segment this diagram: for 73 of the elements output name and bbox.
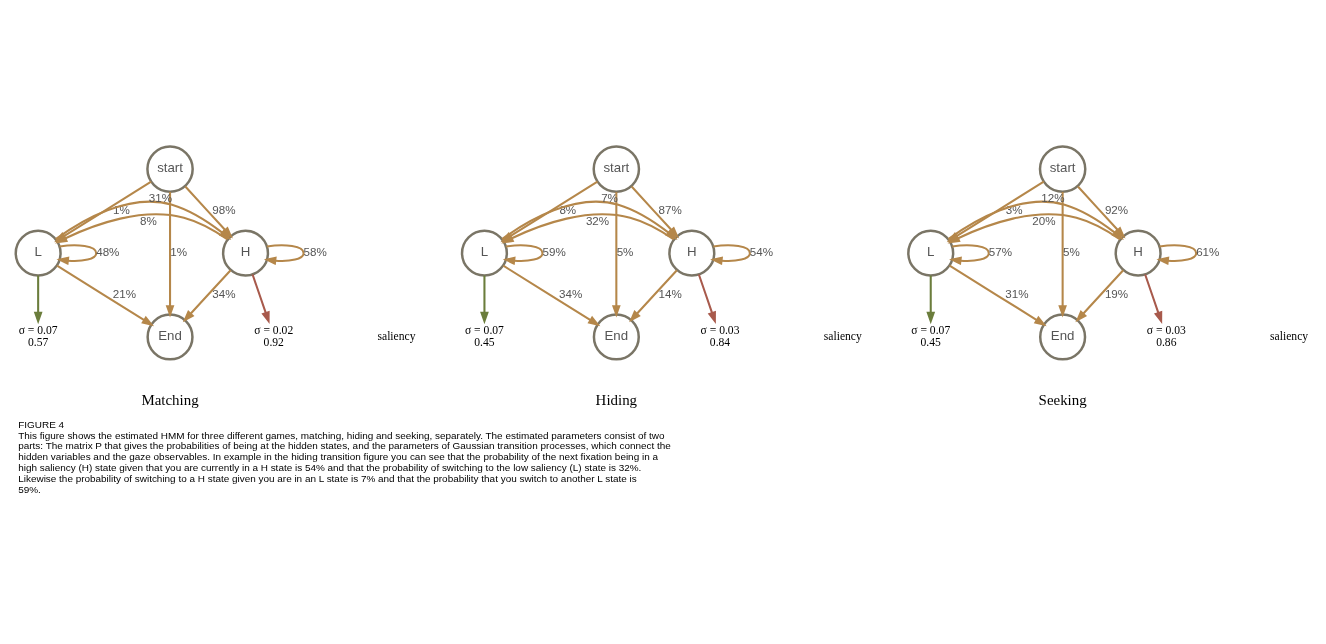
node-circle: start	[592, 144, 641, 193]
arrow	[629, 269, 678, 322]
edge-label: 5%	[616, 244, 634, 258]
edge-label: 34%	[212, 286, 236, 300]
label: saliency	[377, 329, 416, 343]
arrow	[502, 264, 601, 326]
arrow	[1144, 273, 1163, 324]
label: Seeking	[1038, 391, 1087, 408]
edge-label: 48%	[96, 244, 120, 258]
arrow	[1156, 243, 1198, 265]
node-label: 0.57	[27, 335, 49, 349]
node-label: 0.92	[263, 335, 284, 349]
node-text: σ = 0.02	[254, 323, 294, 337]
node-text: σ = 0.07	[18, 323, 58, 337]
node-circle: L	[907, 229, 955, 277]
edge-label: 54%	[749, 244, 774, 258]
node-text: σ = 0.03	[700, 323, 740, 337]
node-label: 0.86	[1156, 335, 1177, 349]
arrow	[502, 243, 544, 265]
node-circle: End	[146, 312, 194, 361]
node-circle: End	[592, 312, 640, 361]
node-label: 0.45	[920, 335, 941, 349]
edge-label: 98%	[212, 202, 236, 216]
edge-label: 20%	[1032, 213, 1056, 227]
edge-label: 14%	[658, 286, 682, 300]
edge-label: 19%	[1104, 286, 1129, 300]
arrow	[56, 243, 98, 265]
arrow	[480, 275, 489, 324]
arrow	[949, 243, 990, 265]
diagram-title: FIGURE 4	[18, 418, 65, 430]
node-text: σ = 0.07	[464, 323, 504, 337]
node-circle: End	[1039, 312, 1087, 361]
node-circle: start	[146, 144, 194, 193]
edge-label: 31%	[1005, 286, 1029, 300]
label: Hiding	[595, 391, 638, 408]
arrow	[182, 269, 232, 322]
arrow	[710, 243, 751, 265]
node-circle: start	[1038, 144, 1087, 193]
arrow	[1058, 191, 1067, 318]
edge-label: 57%	[988, 244, 1013, 258]
node-text: σ = 0.03	[1146, 323, 1186, 337]
edge-label: 32%	[585, 213, 610, 227]
edge-label: 21%	[112, 286, 137, 300]
arrow	[611, 191, 621, 318]
edge-label: 59%	[542, 244, 566, 258]
edge-label: 87%	[658, 202, 682, 216]
label: saliency	[823, 329, 862, 343]
edge-label: 34%	[559, 286, 583, 300]
edge-label: 61%	[1196, 244, 1220, 258]
arrow	[949, 264, 1047, 326]
label: saliency	[1270, 329, 1309, 343]
node-circle: H	[1114, 229, 1162, 277]
arrow	[56, 264, 155, 326]
arrow	[263, 243, 305, 265]
edge-label: 8%	[139, 213, 157, 227]
arrow	[926, 275, 936, 324]
label: Matching	[141, 391, 199, 408]
arrow	[251, 273, 270, 324]
arrow	[697, 273, 716, 324]
node-circle: L	[14, 229, 62, 277]
node-circle: H	[668, 229, 716, 277]
arrow	[165, 191, 175, 318]
node-label: 0.45	[474, 335, 495, 349]
caption: This figure shows the estimated HMM for three different games, matching, hiding and seeking, separately. The estimated parameters consist of two parts: The matrix P that gives the probabilities of being at the hidden states, and the parameters of Gaussian transition processes, which connect the hidden variables and the gaze observables. In example in the hiding transition figure you can see that the probability of the next fixation being in a high saliency (H) state given that you are currently in a H state is 54% and that the probability of switching to the low saliency (L) state is 32%. Likewise the probability of switching to a H state given you are in an L state is 7% and that the probability that you switch to another L state is 59%.	[18, 429, 671, 495]
edge-label: 1%	[170, 244, 188, 258]
node-label: 0.84	[709, 335, 731, 349]
node-circle: L	[460, 229, 509, 277]
node-text: σ = 0.07	[911, 323, 951, 337]
arrow	[1075, 269, 1124, 322]
node-circle: H	[221, 229, 270, 277]
edge-label: 92%	[1104, 202, 1129, 216]
edge-label: 58%	[303, 244, 327, 258]
arrow	[33, 275, 43, 324]
